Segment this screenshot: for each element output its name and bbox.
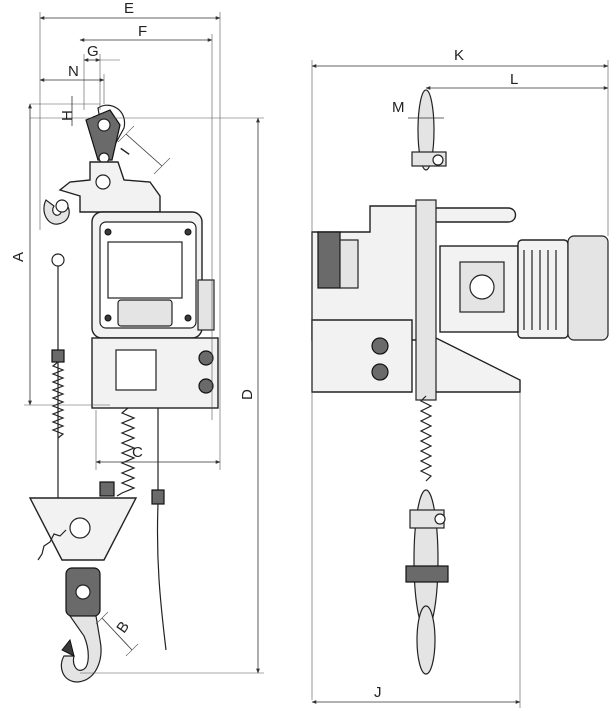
- bracket-bolt: [95, 174, 111, 190]
- side-connector-box: [317, 231, 341, 289]
- cable-gland-bottom: [198, 378, 214, 394]
- safety-chain: [37, 529, 67, 561]
- dim-label-j: J: [374, 684, 382, 701]
- dim-label-m: M: [392, 99, 405, 116]
- dim-label-d: D: [239, 389, 256, 400]
- dim-label-a: A: [10, 252, 27, 262]
- dim-label-n: N: [68, 63, 79, 80]
- hook-safety-latch: [61, 638, 75, 657]
- side-gearbox: [197, 279, 215, 331]
- rope-clamp: [51, 349, 65, 363]
- control-cable-lower: [156, 503, 167, 651]
- dim-label-i: I: [117, 145, 133, 158]
- suspension-bracket: [58, 161, 161, 213]
- motor-cooling-fins: [523, 250, 557, 330]
- dim-label-k: K: [454, 47, 464, 64]
- side-top-hook: [417, 89, 435, 171]
- chain-coil: [116, 407, 136, 497]
- load-hook: [60, 615, 102, 683]
- motor-end-cap: [567, 235, 609, 341]
- left-coil-spring: [51, 361, 65, 439]
- side-carry-handle: [429, 207, 517, 223]
- cable-gland-top: [198, 350, 214, 366]
- cable-strain-relief: [151, 489, 165, 505]
- dim-label-c: C: [132, 444, 143, 461]
- funnel-fitting: [69, 517, 91, 539]
- dim-label-g: G: [87, 43, 99, 60]
- side-dimensions: [311, 60, 609, 708]
- dim-label-h: H: [59, 110, 76, 121]
- front-dimensions: [24, 12, 264, 674]
- side-control-box: [311, 319, 413, 393]
- top-suspension-hook: [85, 104, 126, 164]
- side-hook: [43, 199, 70, 267]
- dim-label-f: F: [138, 23, 147, 40]
- side-view: [311, 89, 609, 675]
- motor-cover: [117, 299, 173, 327]
- motor-fan-cover: [517, 239, 569, 339]
- control-label: [115, 349, 157, 391]
- front-view: [28, 104, 219, 683]
- dim-label-l: L: [510, 71, 518, 88]
- dim-label-e: E: [124, 0, 134, 17]
- label-window: [107, 241, 183, 299]
- side-chain-guide: [415, 199, 437, 401]
- chain-end-block: [99, 481, 115, 497]
- side-load-hook: [416, 605, 436, 675]
- side-chain-coil: [419, 395, 433, 482]
